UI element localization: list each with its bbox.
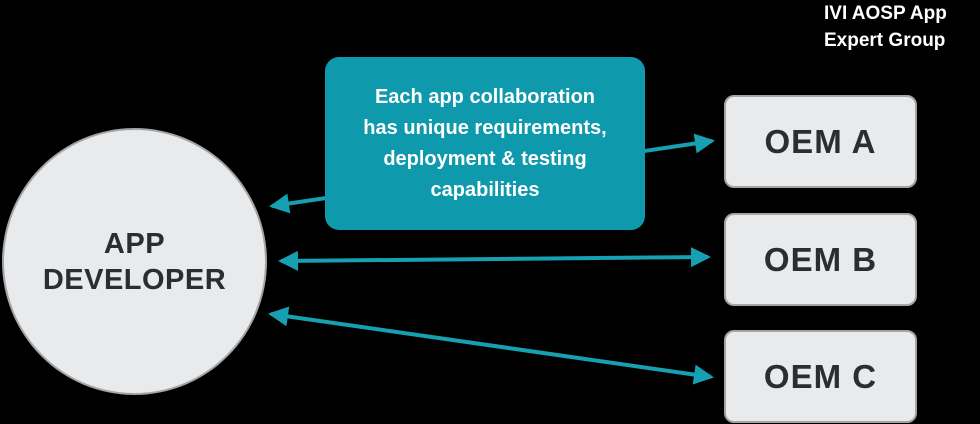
oem-c-label: OEM C — [763, 357, 878, 395]
oem-b-label: OEM B — [763, 240, 878, 278]
callout-line4: capabilities — [430, 178, 540, 201]
title-line2: Expert Group — [824, 30, 946, 51]
callout-line2: has unique requirements, — [363, 116, 607, 139]
expert-group-title: IVI AOSP App Expert Group — [824, 0, 980, 54]
oem-b-node: OEM B — [724, 213, 917, 306]
app-developer-node: APP DEVELOPER — [2, 128, 267, 395]
oem-a-node: OEM A — [724, 95, 917, 188]
oem-c-node: OEM C — [724, 330, 917, 423]
arrow-app-developer-oem-b — [278, 247, 711, 271]
callout-line3: deployment & testing — [383, 147, 587, 170]
callout-box: Each app collaboration has unique requir… — [325, 57, 645, 230]
title-line1: IVI AOSP App — [824, 3, 947, 24]
oem-a-label: OEM A — [764, 122, 877, 160]
callout-line1: Each app collaboration — [374, 85, 596, 108]
arrow-app-developer-oem-c — [268, 306, 714, 385]
app-developer-label-line1: APP — [103, 227, 166, 260]
app-developer-label-line2: DEVELOPER — [42, 263, 227, 296]
